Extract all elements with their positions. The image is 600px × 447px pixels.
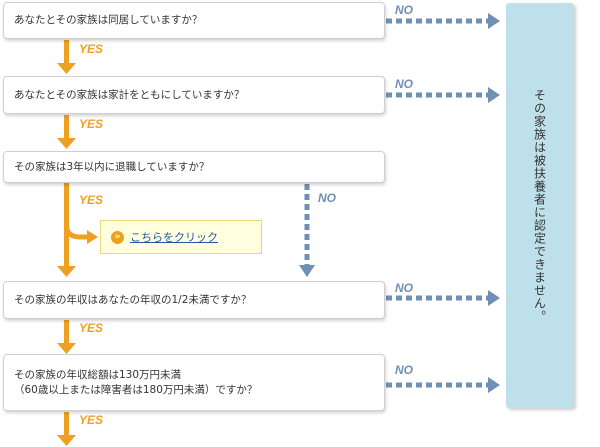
yes-arrow-2-head (57, 138, 76, 149)
yes-label-1: YES (79, 42, 104, 56)
no-arrow-5-head (488, 377, 500, 393)
branch-arrow-curve (64, 224, 88, 240)
yes-label-2: YES (79, 117, 104, 131)
question-1-text: あなたとその家族は同居していますか？ (14, 14, 203, 26)
yes-label-3: YES (79, 193, 104, 207)
yes-arrow-4 (64, 320, 69, 344)
result-panel: その家族は被扶養者に認定できません。 (506, 3, 574, 408)
yes-arrow-4-head (57, 343, 76, 354)
yes-label-5: YES (79, 413, 104, 427)
question-box-3: その家族は3年以内に退職していますか？ (3, 151, 385, 183)
question-5-text-line-2: （60歳以上または障害者は180万円未満）ですか？ (14, 383, 258, 396)
no-arrows (304, 18, 488, 388)
question-5-text-line-1: その家族の年収総額は130万円未満 (14, 368, 182, 381)
click-here-link[interactable]: こちらをクリック (130, 231, 218, 244)
no-arrow-3-head (299, 265, 315, 277)
question-2-text: あなたとその家族は家計をともにしていますか？ (14, 88, 245, 101)
no-label-3: NO (318, 191, 336, 205)
question-box-1: あなたとその家族は同居していますか？ (3, 2, 385, 39)
no-arrow-2-head (488, 87, 500, 103)
branch-arrow-head (87, 230, 98, 244)
yes-arrow-5 (64, 412, 69, 436)
question-box-2: あなたとその家族は家計をともにしていますか？ (3, 76, 385, 114)
click-here-box[interactable]: » こちらをクリック (100, 220, 262, 254)
no-label-1: NO (395, 3, 413, 17)
yes-label-4: YES (79, 321, 104, 335)
yes-arrow-3-head (57, 266, 76, 277)
result-text: その家族は被扶養者に認定できません。 (532, 88, 547, 323)
yes-arrow-2 (64, 115, 69, 139)
no-arrow-1-head (488, 13, 500, 29)
question-box-4: その家族の年収はあなたの年収の1/2未満ですか？ (3, 281, 385, 319)
no-label-2: NO (395, 77, 413, 91)
yes-arrow-1 (64, 40, 69, 64)
question-4-text: その家族の年収はあなたの年収の1/2未満ですか？ (14, 293, 252, 306)
double-chevron-right-icon: » (111, 230, 124, 244)
no-label-5: NO (395, 363, 413, 377)
yes-arrow-5-head (57, 435, 76, 446)
question-3-text: その家族は3年以内に退職していますか？ (14, 160, 210, 173)
no-label-4: NO (395, 281, 413, 295)
yes-arrow-1-head (57, 63, 76, 74)
no-arrow-4-head (488, 290, 500, 306)
question-box-5: その家族の年収総額は130万円未満 （60歳以上または障害者は180万円未満）で… (3, 354, 385, 411)
